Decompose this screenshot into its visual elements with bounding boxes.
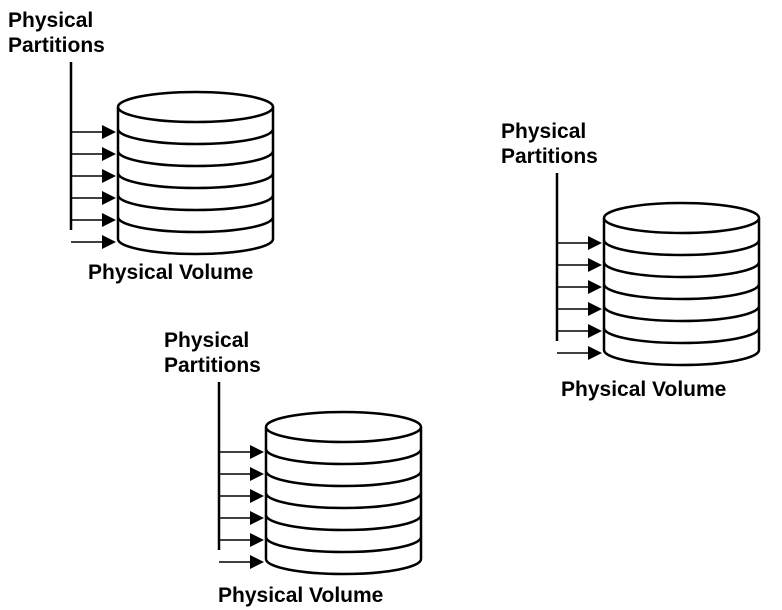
disk-body — [118, 107, 273, 254]
partition-arrow-head — [588, 346, 602, 360]
partition-divider — [116, 150, 275, 168]
partition-divider — [116, 194, 275, 212]
partition-arrow-head — [102, 213, 116, 227]
disk-top — [116, 90, 275, 124]
partition-arrow-head — [588, 280, 602, 294]
partitions-label-line2: Partitions — [501, 145, 598, 168]
partition-divider — [602, 305, 761, 323]
partition-arrow-head — [250, 489, 264, 503]
partition-arrow-head — [250, 511, 264, 525]
partition-arrow-head — [588, 258, 602, 272]
partition-arrows — [71, 125, 116, 249]
partition-arrow-head — [250, 445, 264, 459]
partition-arrow-head — [250, 533, 264, 547]
volume-label: Physical Volume — [561, 378, 726, 401]
partition-divider — [602, 261, 761, 279]
partition-divider — [264, 558, 423, 576]
disk-body — [266, 427, 421, 574]
partitions-label-line1: Physical — [8, 9, 93, 32]
partition-arrows — [557, 236, 602, 360]
partition-divider — [116, 128, 275, 146]
partition-arrows — [219, 445, 264, 569]
partition-divider — [602, 283, 761, 301]
physical-volume-disk-icon — [264, 410, 423, 576]
partition-divider — [116, 172, 275, 190]
physical-volume-disk-icon — [602, 201, 761, 367]
partition-divider — [264, 536, 423, 554]
partition-arrow-head — [102, 169, 116, 183]
volume-label: Physical Volume — [88, 261, 253, 284]
partition-arrow-head — [250, 555, 264, 569]
partition-arrow-head — [588, 236, 602, 250]
partition-divider — [602, 349, 761, 367]
partition-divider — [116, 216, 275, 234]
volume-label: Physical Volume — [218, 584, 383, 607]
partition-divider — [602, 327, 761, 345]
partition-arrow-head — [102, 147, 116, 161]
disk-top — [602, 201, 761, 235]
partition-divider — [264, 514, 423, 532]
volume-group-1: Physical Partitions Physical Volume — [8, 9, 275, 284]
partitions-label-line1: Physical — [164, 329, 249, 352]
partition-arrow-head — [588, 324, 602, 338]
partition-divider — [602, 239, 761, 257]
disk-body — [604, 218, 759, 365]
partition-divider — [116, 238, 275, 256]
disk-top — [264, 410, 423, 444]
partition-divider — [264, 492, 423, 510]
partition-arrow-head — [102, 191, 116, 205]
partition-arrow-head — [588, 302, 602, 316]
partitions-label-line2: Partitions — [8, 34, 105, 57]
partition-divider — [264, 470, 423, 488]
partition-arrow-head — [250, 467, 264, 481]
partition-arrow-head — [102, 235, 116, 249]
partitions-label-line2: Partitions — [164, 354, 261, 377]
physical-volume-disk-icon — [116, 90, 275, 256]
partition-arrow-head — [102, 125, 116, 139]
volume-group-3: Physical Partitions Physical Volume — [164, 329, 423, 607]
partition-divider — [264, 448, 423, 466]
volume-group-2: Physical Partitions Physical Volume — [501, 120, 761, 401]
partitions-label-line1: Physical — [501, 120, 586, 143]
